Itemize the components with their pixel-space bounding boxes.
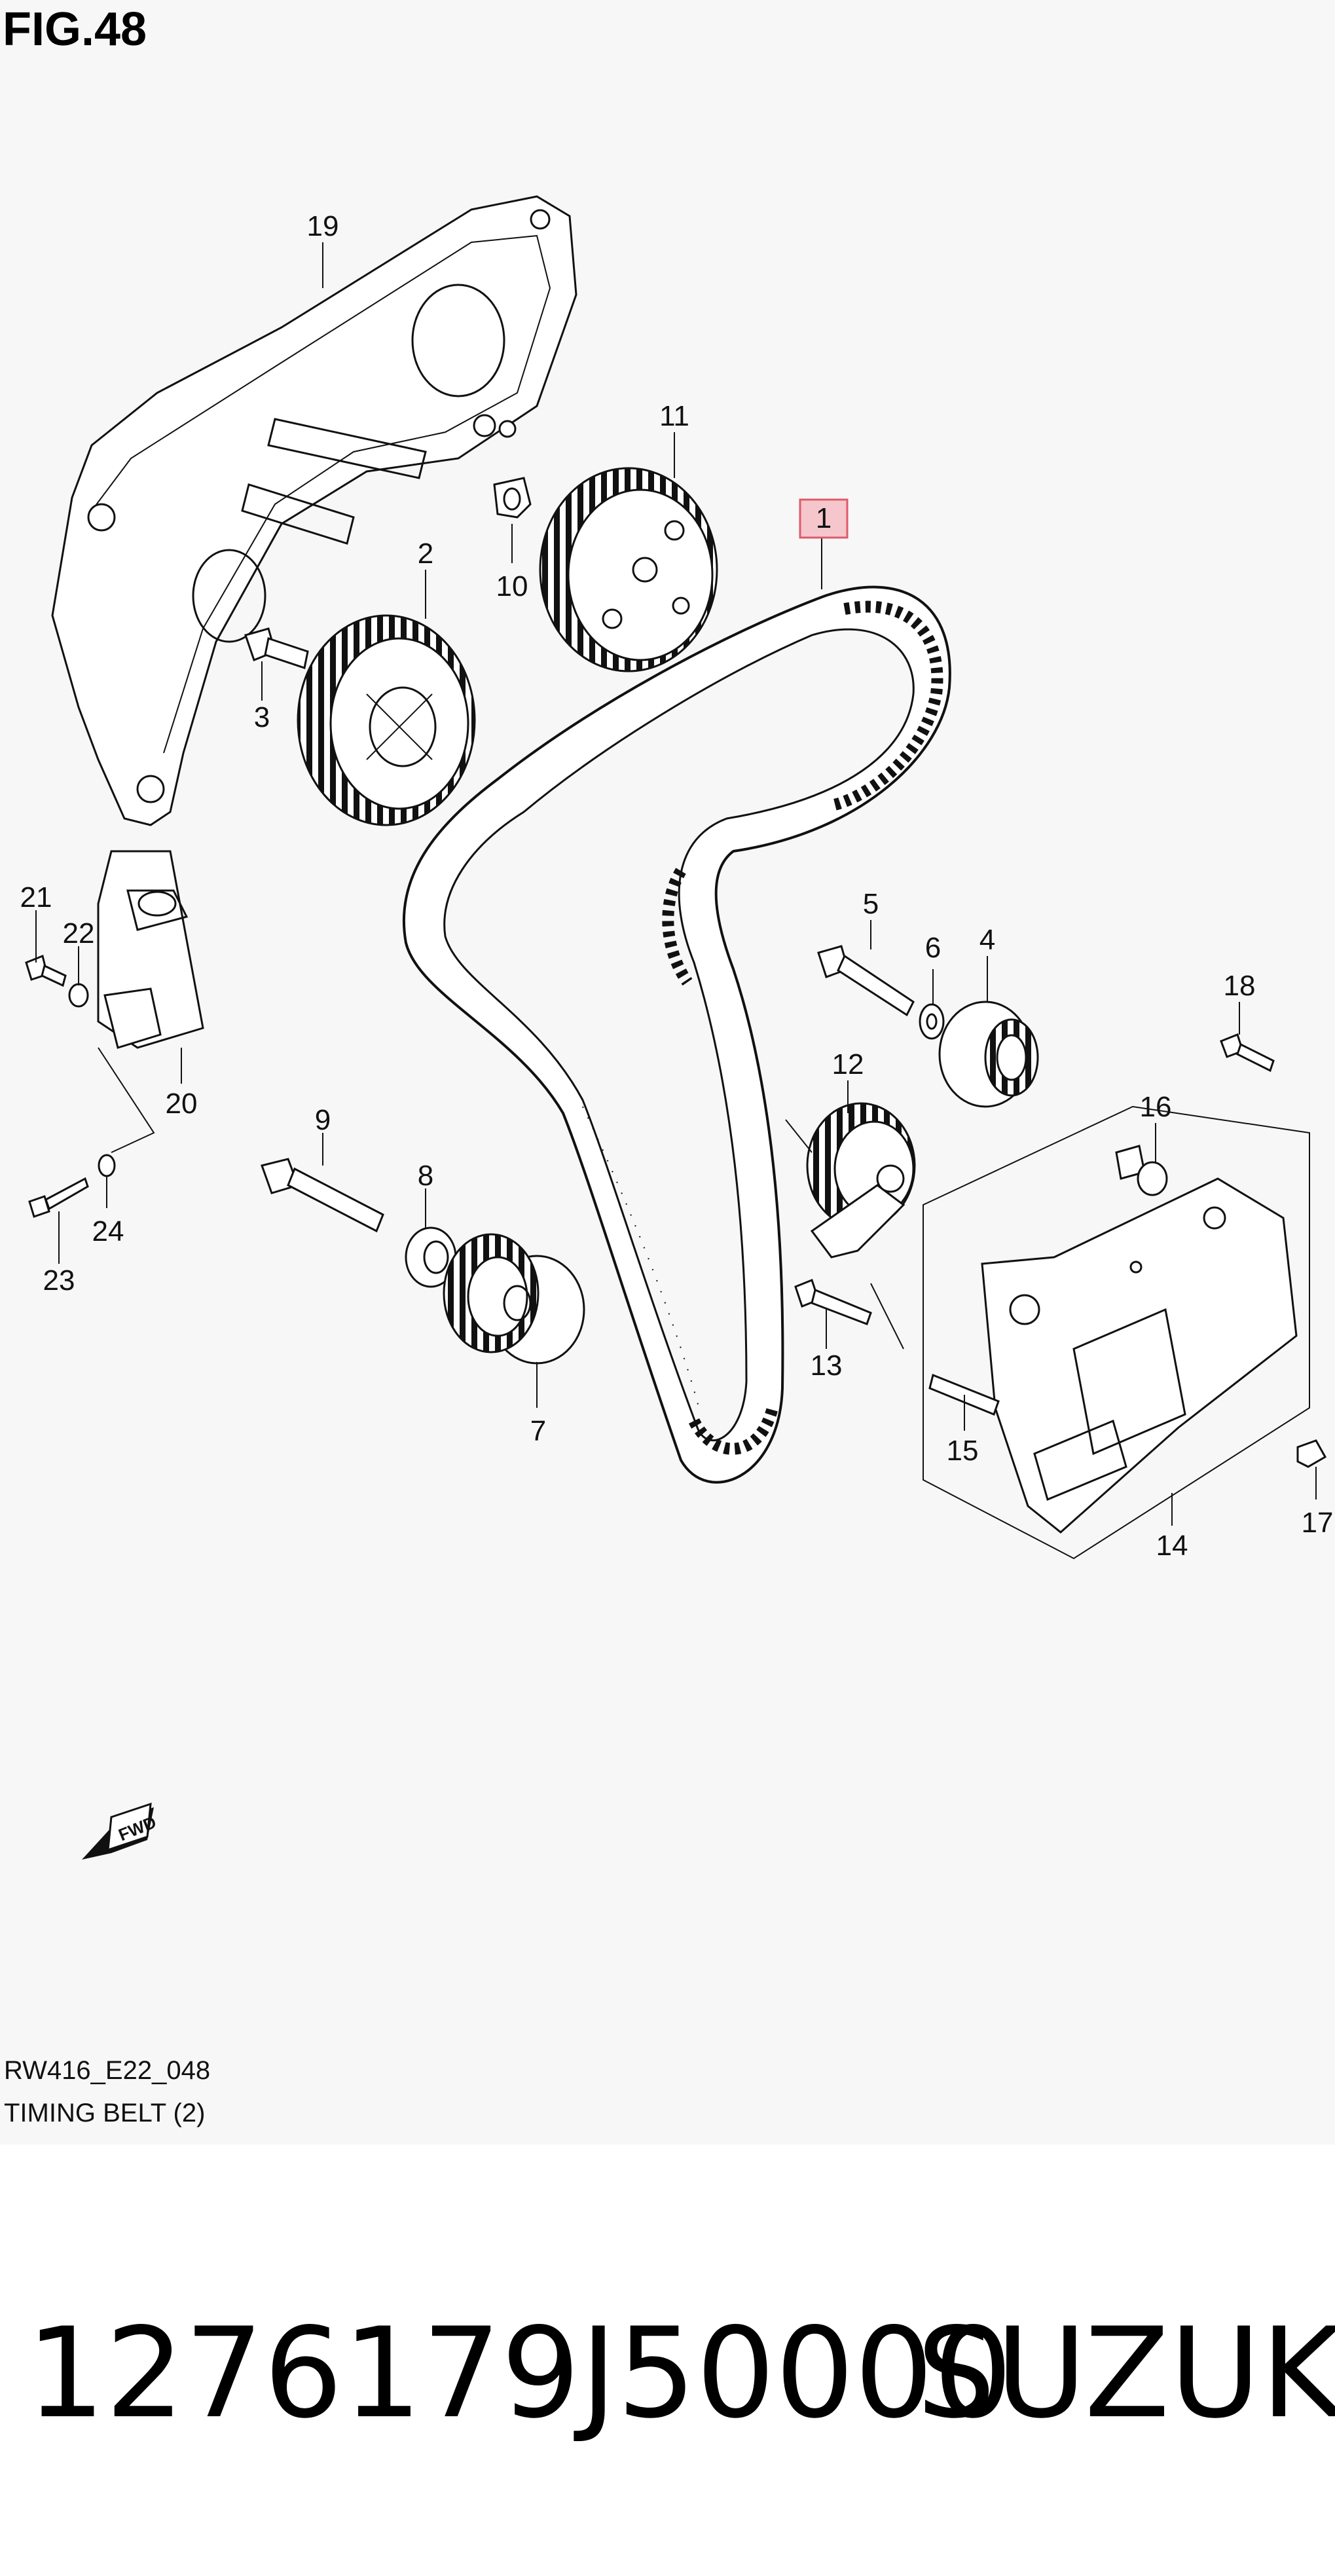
callout-8[interactable]: 8	[418, 1160, 433, 1192]
callout-17[interactable]: 17	[1302, 1507, 1334, 1539]
bracket-assembly	[923, 1105, 1310, 1560]
diagram-name: TIMING BELT (2)	[4, 2099, 206, 2127]
crankshaft-sprocket	[443, 1233, 585, 1365]
timing-belt	[402, 585, 951, 1484]
washer	[919, 1003, 945, 1040]
callout-4[interactable]: 4	[979, 924, 995, 956]
camshaft-sprocket	[539, 467, 718, 672]
pump-sprocket	[297, 614, 476, 826]
forward-arrow: FWD	[82, 1802, 159, 1860]
callout-3[interactable]: 3	[254, 701, 270, 733]
callout-2[interactable]: 2	[418, 538, 433, 570]
callout-18[interactable]: 18	[1224, 970, 1256, 1002]
idler-pulley	[938, 1001, 1039, 1108]
callout-13[interactable]: 13	[811, 1350, 843, 1382]
exploded-parts-diagram: FWD 1 2 3 4 5 6 7 8 9 10 11 12 13	[20, 195, 1334, 1860]
brand-name: SUZUKI	[917, 2301, 1335, 2446]
mounting-bracket	[97, 850, 204, 1153]
nut	[1296, 1439, 1327, 1468]
callout-20[interactable]: 20	[166, 1088, 198, 1120]
callout-23[interactable]: 23	[43, 1264, 75, 1297]
callout-9[interactable]: 9	[315, 1104, 331, 1136]
callout-11[interactable]: 11	[659, 400, 689, 432]
bolt	[794, 1279, 872, 1325]
callout-6[interactable]: 6	[925, 932, 941, 964]
callout-5[interactable]: 5	[863, 888, 879, 920]
callout-1-highlight	[799, 498, 849, 539]
callout-1[interactable]: 1	[816, 502, 832, 534]
callout-21[interactable]: 21	[20, 881, 52, 913]
callout-24[interactable]: 24	[92, 1215, 124, 1247]
nut	[493, 477, 532, 519]
screw	[28, 1177, 89, 1218]
diagram-code: RW416_E22_048	[4, 2056, 211, 2085]
callout-19[interactable]: 19	[307, 210, 339, 242]
plug	[1115, 1145, 1168, 1196]
washer	[98, 1154, 116, 1177]
figure-title: FIG.48	[3, 3, 147, 56]
callout-10[interactable]: 10	[496, 570, 528, 602]
callout-22[interactable]: 22	[63, 917, 95, 949]
part-number: 1276179J50000	[26, 2301, 1013, 2446]
callout-16[interactable]: 16	[1140, 1091, 1172, 1123]
idler-bolt	[817, 945, 915, 1017]
callout-15[interactable]: 15	[947, 1435, 979, 1467]
timing-cover	[51, 195, 577, 826]
bolt	[1220, 1033, 1275, 1073]
crank-bolt	[261, 1158, 384, 1233]
tensioner-pulley	[785, 1102, 916, 1350]
callout-12[interactable]: 12	[832, 1048, 864, 1080]
leader-lines	[35, 242, 1317, 1526]
callout-7[interactable]: 7	[530, 1415, 546, 1447]
bolt	[25, 954, 67, 987]
callout-14[interactable]: 14	[1156, 1530, 1188, 1562]
washer	[68, 983, 89, 1008]
bolt	[244, 627, 309, 669]
